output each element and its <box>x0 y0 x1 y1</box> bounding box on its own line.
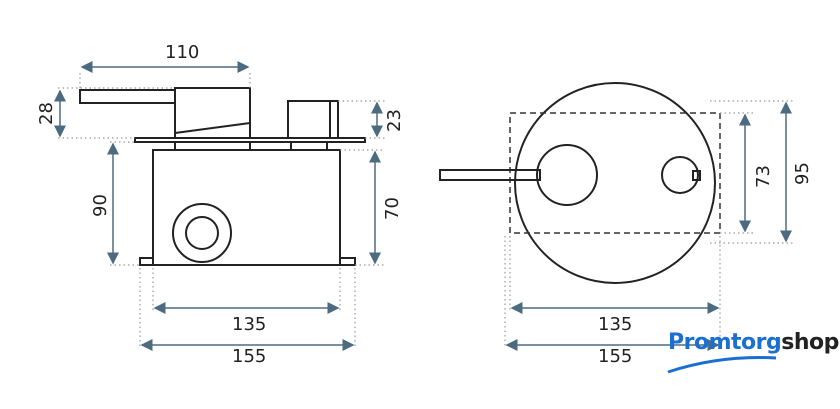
dim-28: 28 <box>36 102 57 125</box>
front-view: 73 95 135 155 <box>439 82 813 374</box>
side-view: 110 28 23 90 70 135 155 <box>36 42 405 367</box>
brand-logo: Promtorgshop <box>668 330 839 355</box>
dim-23: 23 <box>384 109 405 132</box>
dim-90: 90 <box>90 194 111 217</box>
logo-swoosh <box>667 356 777 374</box>
dim-155: 155 <box>598 346 632 367</box>
dim-135: 135 <box>232 314 266 335</box>
dim-95: 95 <box>792 162 813 185</box>
dim-70: 70 <box>382 197 403 220</box>
dim-135: 135 <box>598 314 632 335</box>
dim-155: 155 <box>232 346 266 367</box>
dim-110: 110 <box>165 42 199 63</box>
dim-73: 73 <box>753 165 774 188</box>
